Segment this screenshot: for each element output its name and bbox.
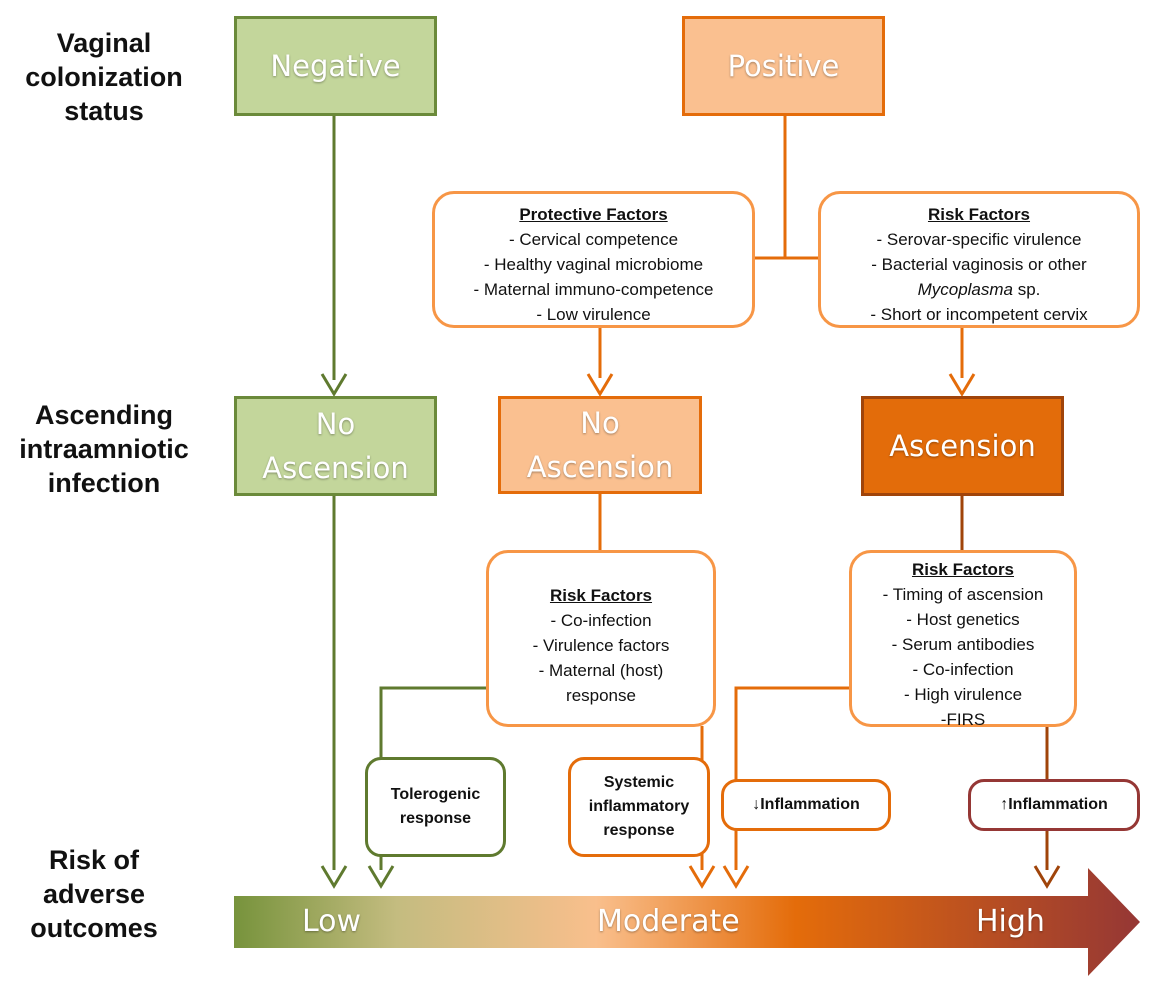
risk-factor-item: - Bacterial vaginosis or other	[871, 255, 1087, 274]
ascension-box: Ascension	[861, 396, 1064, 496]
tolerogenic-response-box: Tolerogenic response	[365, 757, 506, 857]
risk-high-label: High	[976, 904, 1045, 939]
arrow-no-ascension-to-low	[320, 865, 348, 889]
arrow-negative-to-no-ascension	[320, 373, 348, 397]
arrow-inc-inflammation-to-high	[1033, 865, 1061, 889]
mycoplasma-italic: Mycoplasma	[917, 280, 1013, 299]
risk-factors-right-title: Risk Factors	[911, 560, 1015, 579]
protective-factor-item: - Healthy vaginal microbiome	[483, 255, 704, 274]
risk-factor-item: - Co-infection	[550, 611, 652, 630]
systemic-inflammatory-label: Systemic inflammatory response	[588, 774, 690, 839]
risk-factors-right-box: Risk Factors - Timing of ascension - Hos…	[849, 550, 1077, 729]
no-ascension-orange-label: No Ascension	[526, 406, 674, 484]
risk-factor-item: - Timing of ascension	[882, 585, 1044, 604]
positive-label: Positive	[727, 49, 840, 83]
arrow-tolerogenic-to-low	[367, 865, 395, 889]
decreased-inflammation-box: ↓Inflammation	[721, 779, 891, 831]
negative-label: Negative	[270, 49, 401, 83]
risk-factor-item: - Short or incompetent cervix	[870, 305, 1088, 324]
risk-factor-item: - Host genetics	[906, 610, 1020, 629]
row-label-risk: Risk of adverse outcomes	[30, 845, 158, 943]
arrow-protective-to-no-ascension	[586, 373, 614, 397]
risk-low-label: Low	[302, 904, 362, 939]
risk-scale-arrow	[234, 868, 1140, 976]
risk-factor-item: Mycoplasma sp.	[821, 277, 1137, 302]
risk-factor-item: - Co-infection	[912, 660, 1014, 679]
protective-factor-item: - Low virulence	[536, 305, 651, 324]
risk-factors-middle-title: Risk Factors	[549, 586, 653, 605]
risk-factors-top-box: Risk Factors - Serovar-specific virulenc…	[818, 191, 1140, 328]
risk-moderate-label: Moderate	[597, 904, 740, 939]
systemic-inflammatory-box: Systemic inflammatory response	[568, 757, 710, 857]
no-ascension-green-box: No Ascension	[234, 396, 437, 496]
arrow-systemic-to-moderate	[688, 865, 716, 889]
increased-inflammation-label: ↑Inflammation	[1000, 796, 1108, 813]
protective-factor-item: - Maternal immuno-competence	[473, 280, 714, 299]
row-label-colonization: Vaginal colonization status	[25, 28, 183, 126]
protective-factors-title: Protective Factors	[519, 205, 668, 224]
protective-factor-item: - Cervical competence	[508, 230, 679, 249]
decreased-inflammation-label: ↓Inflammation	[752, 796, 860, 813]
ascension-label: Ascension	[889, 429, 1036, 463]
negative-box: Negative	[234, 16, 437, 116]
tolerogenic-response-label: Tolerogenic response	[390, 786, 481, 827]
positive-box: Positive	[682, 16, 885, 116]
risk-factor-item: - Virulence factors	[532, 636, 670, 655]
mycoplasma-suffix: sp.	[1013, 280, 1041, 299]
no-ascension-orange-box: No Ascension	[498, 396, 702, 494]
protective-factors-box: Protective Factors - Cervical competence…	[432, 191, 755, 328]
arrow-risk-to-ascension	[948, 373, 976, 397]
increased-inflammation-box: ↑Inflammation	[968, 779, 1140, 831]
risk-factor-item: - Maternal (host)	[538, 661, 664, 680]
row-label-ascending: Ascending intraamniotic infection	[19, 400, 189, 498]
risk-factor-item: -FIRS	[940, 710, 986, 729]
risk-factor-item: response	[566, 686, 636, 705]
risk-factor-item: - Serum antibodies	[891, 635, 1035, 654]
arrow-dec-inflammation-to-moderate	[722, 865, 750, 889]
risk-factor-item: - High virulence	[903, 685, 1023, 704]
no-ascension-green-label: No Ascension	[262, 407, 409, 485]
risk-factor-item: - Serovar-specific virulence	[876, 230, 1082, 249]
risk-factors-middle-box: Risk Factors - Co-infection - Virulence …	[486, 550, 716, 727]
risk-factors-top-title: Risk Factors	[927, 205, 1031, 224]
